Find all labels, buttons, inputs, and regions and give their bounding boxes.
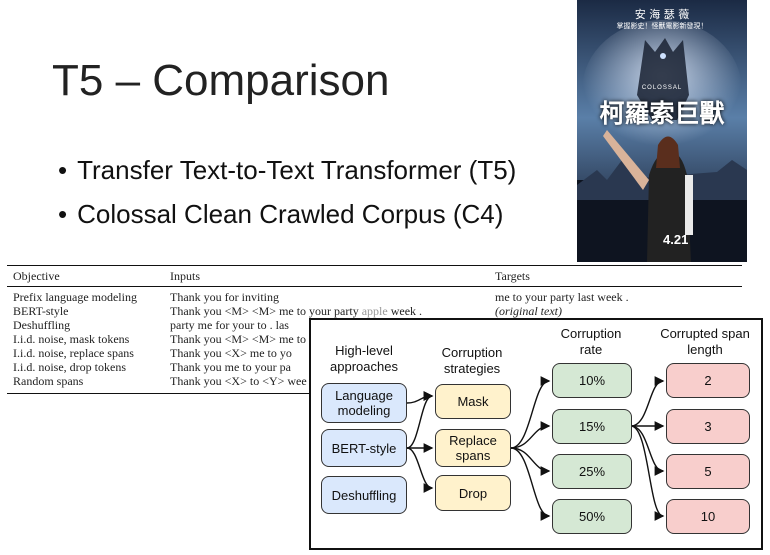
approach-deshuffling: Deshuffling [321, 476, 407, 514]
poster-brand: COLOSSAL [641, 85, 683, 91]
table-row: Random spans Thank you <X> to <Y> wee [7, 374, 742, 388]
row-inputs: Thank you for inviting [170, 290, 279, 304]
strategy-drop: Drop [435, 475, 511, 511]
row-objective: Prefix language modeling [13, 290, 137, 304]
row-inputs: Thank you <X> me to yo [170, 346, 292, 360]
poster-sub-text: 掌握影史！怪獸電影新發現！ [616, 22, 708, 30]
span-2: 2 [666, 363, 750, 398]
strategy-replace-spans: Replace spans [435, 429, 511, 467]
table-row: Prefix language modeling Thank you for i… [7, 290, 742, 304]
poster-title: 柯羅索巨獸 [599, 99, 725, 128]
strategy-mask: Mask [435, 384, 511, 419]
row-inputs: party me for your to . las [170, 318, 289, 332]
table-header-targets: Targets [495, 269, 530, 283]
bullet-item: Colossal Clean Crawled Corpus (C4) [58, 194, 516, 238]
table-row: I.i.d. noise, replace spans Thank you <X… [7, 346, 742, 360]
approach-bert-style: BERT-style [321, 429, 407, 467]
row-inputs: Thank you <M> <M> me to [170, 332, 307, 346]
row-targets: me to your party last week . [495, 290, 629, 304]
span-3: 3 [666, 409, 750, 444]
slide-title: T5 – Comparison [52, 56, 390, 105]
row-inputs: Thank you me to your pa [170, 360, 291, 374]
row-inputs-main: Thank you <M> <M> me to your party [170, 304, 359, 318]
row-targets: (original text) [495, 304, 562, 318]
bullet-list: Transfer Text-to-Text Transformer (T5) C… [58, 150, 516, 238]
span-5: 5 [666, 454, 750, 489]
row-objective: Deshuffling [13, 318, 71, 332]
row-inputs-faint: apple [361, 304, 388, 318]
row-objective: I.i.d. noise, mask tokens [13, 332, 130, 346]
header-strategies: Corruption strategies [441, 345, 503, 376]
table-row: BERT-style Thank you <M> <M> me to your … [7, 304, 742, 318]
poster-date: 4.21 [663, 232, 689, 247]
table-row: I.i.d. noise, drop tokens Thank you me t… [7, 360, 742, 374]
rate-15: 15% [552, 409, 632, 444]
header-approaches: High-level approaches [330, 343, 398, 374]
table-row: I.i.d. noise, mask tokens Thank you <M> … [7, 332, 742, 346]
header-span-length: Corrupted span length [660, 326, 750, 357]
row-objective: BERT-style [13, 304, 69, 318]
rate-10: 10% [552, 363, 632, 398]
rate-50: 50% [552, 499, 632, 534]
approach-language-modeling: Language modeling [321, 383, 407, 423]
header-rate: Corruption rate [560, 326, 622, 357]
bullet-item: Transfer Text-to-Text Transformer (T5) [58, 150, 516, 194]
table-rule-mid [7, 286, 742, 287]
row-objective: Random spans [13, 374, 84, 388]
table-rule-top [7, 265, 742, 266]
row-objective: I.i.d. noise, drop tokens [13, 360, 126, 374]
poster-top-text: 安 海 瑟 薇 [634, 8, 690, 21]
row-inputs: Thank you <X> to <Y> wee [170, 374, 307, 388]
span-10: 10 [666, 499, 750, 534]
table-header-objective: Objective [13, 269, 60, 283]
rate-25: 25% [552, 454, 632, 489]
row-inputs: Thank you <M> <M> me to your party apple… [170, 304, 422, 319]
movie-poster-image: 安 海 瑟 薇 掌握影史！怪獸電影新發現！ COLOSSAL 柯羅索巨獸 4.2… [577, 0, 747, 262]
table-header-inputs: Inputs [170, 269, 200, 283]
row-inputs-tail: week . [390, 304, 423, 318]
row-objective: I.i.d. noise, replace spans [13, 346, 134, 360]
table-row: Deshuffling party me for your to . las [7, 318, 742, 332]
corruption-diagram: High-level approaches Corruption strateg… [309, 318, 763, 550]
table-rule-bottom [7, 393, 317, 394]
diagram-connectors [406, 376, 665, 521]
